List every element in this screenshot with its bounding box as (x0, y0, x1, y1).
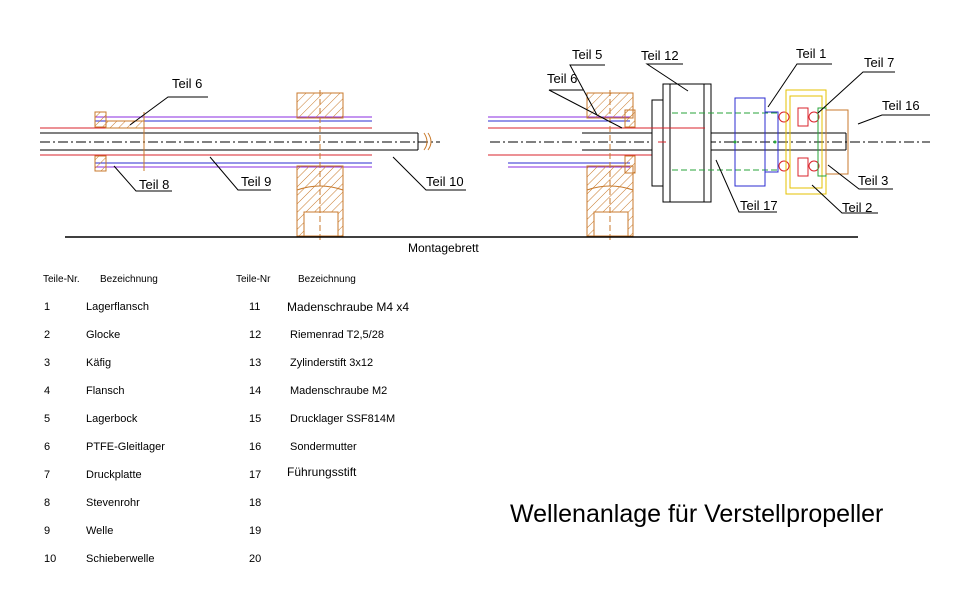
header-description: Bezeichnung (100, 274, 158, 285)
part-name: Käfig (86, 357, 112, 369)
part-number: 6 (44, 441, 51, 453)
callout-teil10: Teil 10 (426, 174, 464, 189)
technical-drawing: Teil 6 Teil 8 Teil 9 Teil 10 Teil 5 Teil… (40, 46, 930, 240)
part-number: 19 (249, 525, 262, 537)
part-name: Drucklager SSF814M (290, 413, 396, 425)
part-name: Sondermutter (290, 441, 357, 453)
part-name: Madenschraube M2 (290, 385, 388, 397)
part-name: Lagerflansch (86, 301, 149, 313)
callouts: Teil 6 Teil 8 Teil 9 Teil 10 Teil 5 Teil… (139, 46, 920, 215)
part-number: 8 (44, 497, 51, 509)
callout-teil3: Teil 3 (858, 173, 888, 188)
baseline-label: Montagebrett (408, 241, 479, 255)
part-name: Flansch (86, 385, 125, 397)
part-number: 18 (249, 497, 262, 509)
callout-teil7: Teil 7 (864, 55, 894, 70)
callout-teil9: Teil 9 (241, 174, 271, 189)
header-part-number: Teile-Nr (236, 274, 271, 285)
callout-teil6-right: Teil 6 (547, 71, 577, 86)
leader-lines (113, 63, 930, 214)
part-number: 12 (249, 329, 262, 341)
part-name: Welle (86, 525, 114, 537)
header-description: Bezeichnung (298, 274, 356, 285)
callout-teil8: Teil 8 (139, 177, 169, 192)
drawing-title: Wellenanlage für Verstellpropeller (510, 500, 884, 528)
part-number: 14 (249, 385, 262, 397)
part-number: 4 (44, 385, 51, 397)
part-number: 17 (249, 469, 262, 481)
part-name: Zylinderstift 3x12 (290, 357, 374, 369)
callout-teil16: Teil 16 (882, 98, 920, 113)
part-name: Glocke (86, 329, 121, 341)
part-name: Madenschraube M4 x4 (287, 300, 410, 314)
callout-teil2: Teil 2 (842, 200, 872, 215)
callout-teil6-left: Teil 6 (172, 76, 202, 91)
callout-teil1: Teil 1 (796, 46, 826, 61)
part-name: Stevenrohr (86, 497, 140, 509)
part-number: 11 (249, 301, 261, 313)
part-name: Führungsstift (287, 465, 357, 479)
part-number: 1 (44, 301, 51, 313)
part-number: 10 (44, 553, 57, 565)
part-number: 16 (249, 441, 262, 453)
callout-teil17: Teil 17 (740, 198, 778, 213)
part-name: Lagerbock (86, 413, 138, 425)
header-part-number: Teile-Nr. (43, 274, 80, 285)
part-number: 5 (44, 413, 51, 425)
part-number: 2 (44, 329, 51, 341)
callout-teil5: Teil 5 (572, 47, 602, 62)
part-name: Riemenrad T2,5/28 (290, 329, 384, 341)
left-assembly (40, 90, 440, 240)
part-name: PTFE-Gleitlager (86, 441, 165, 453)
part-number: 15 (249, 413, 262, 425)
part-number: 20 (249, 553, 262, 565)
part-name: Schieberwelle (86, 553, 155, 565)
part-number: 3 (44, 357, 51, 369)
right-assembly (488, 83, 930, 240)
callout-teil12: Teil 12 (641, 48, 679, 63)
part-number: 7 (44, 469, 51, 481)
part-number: 13 (249, 357, 262, 369)
part-name: Druckplatte (86, 469, 142, 481)
part-number: 9 (44, 525, 51, 537)
